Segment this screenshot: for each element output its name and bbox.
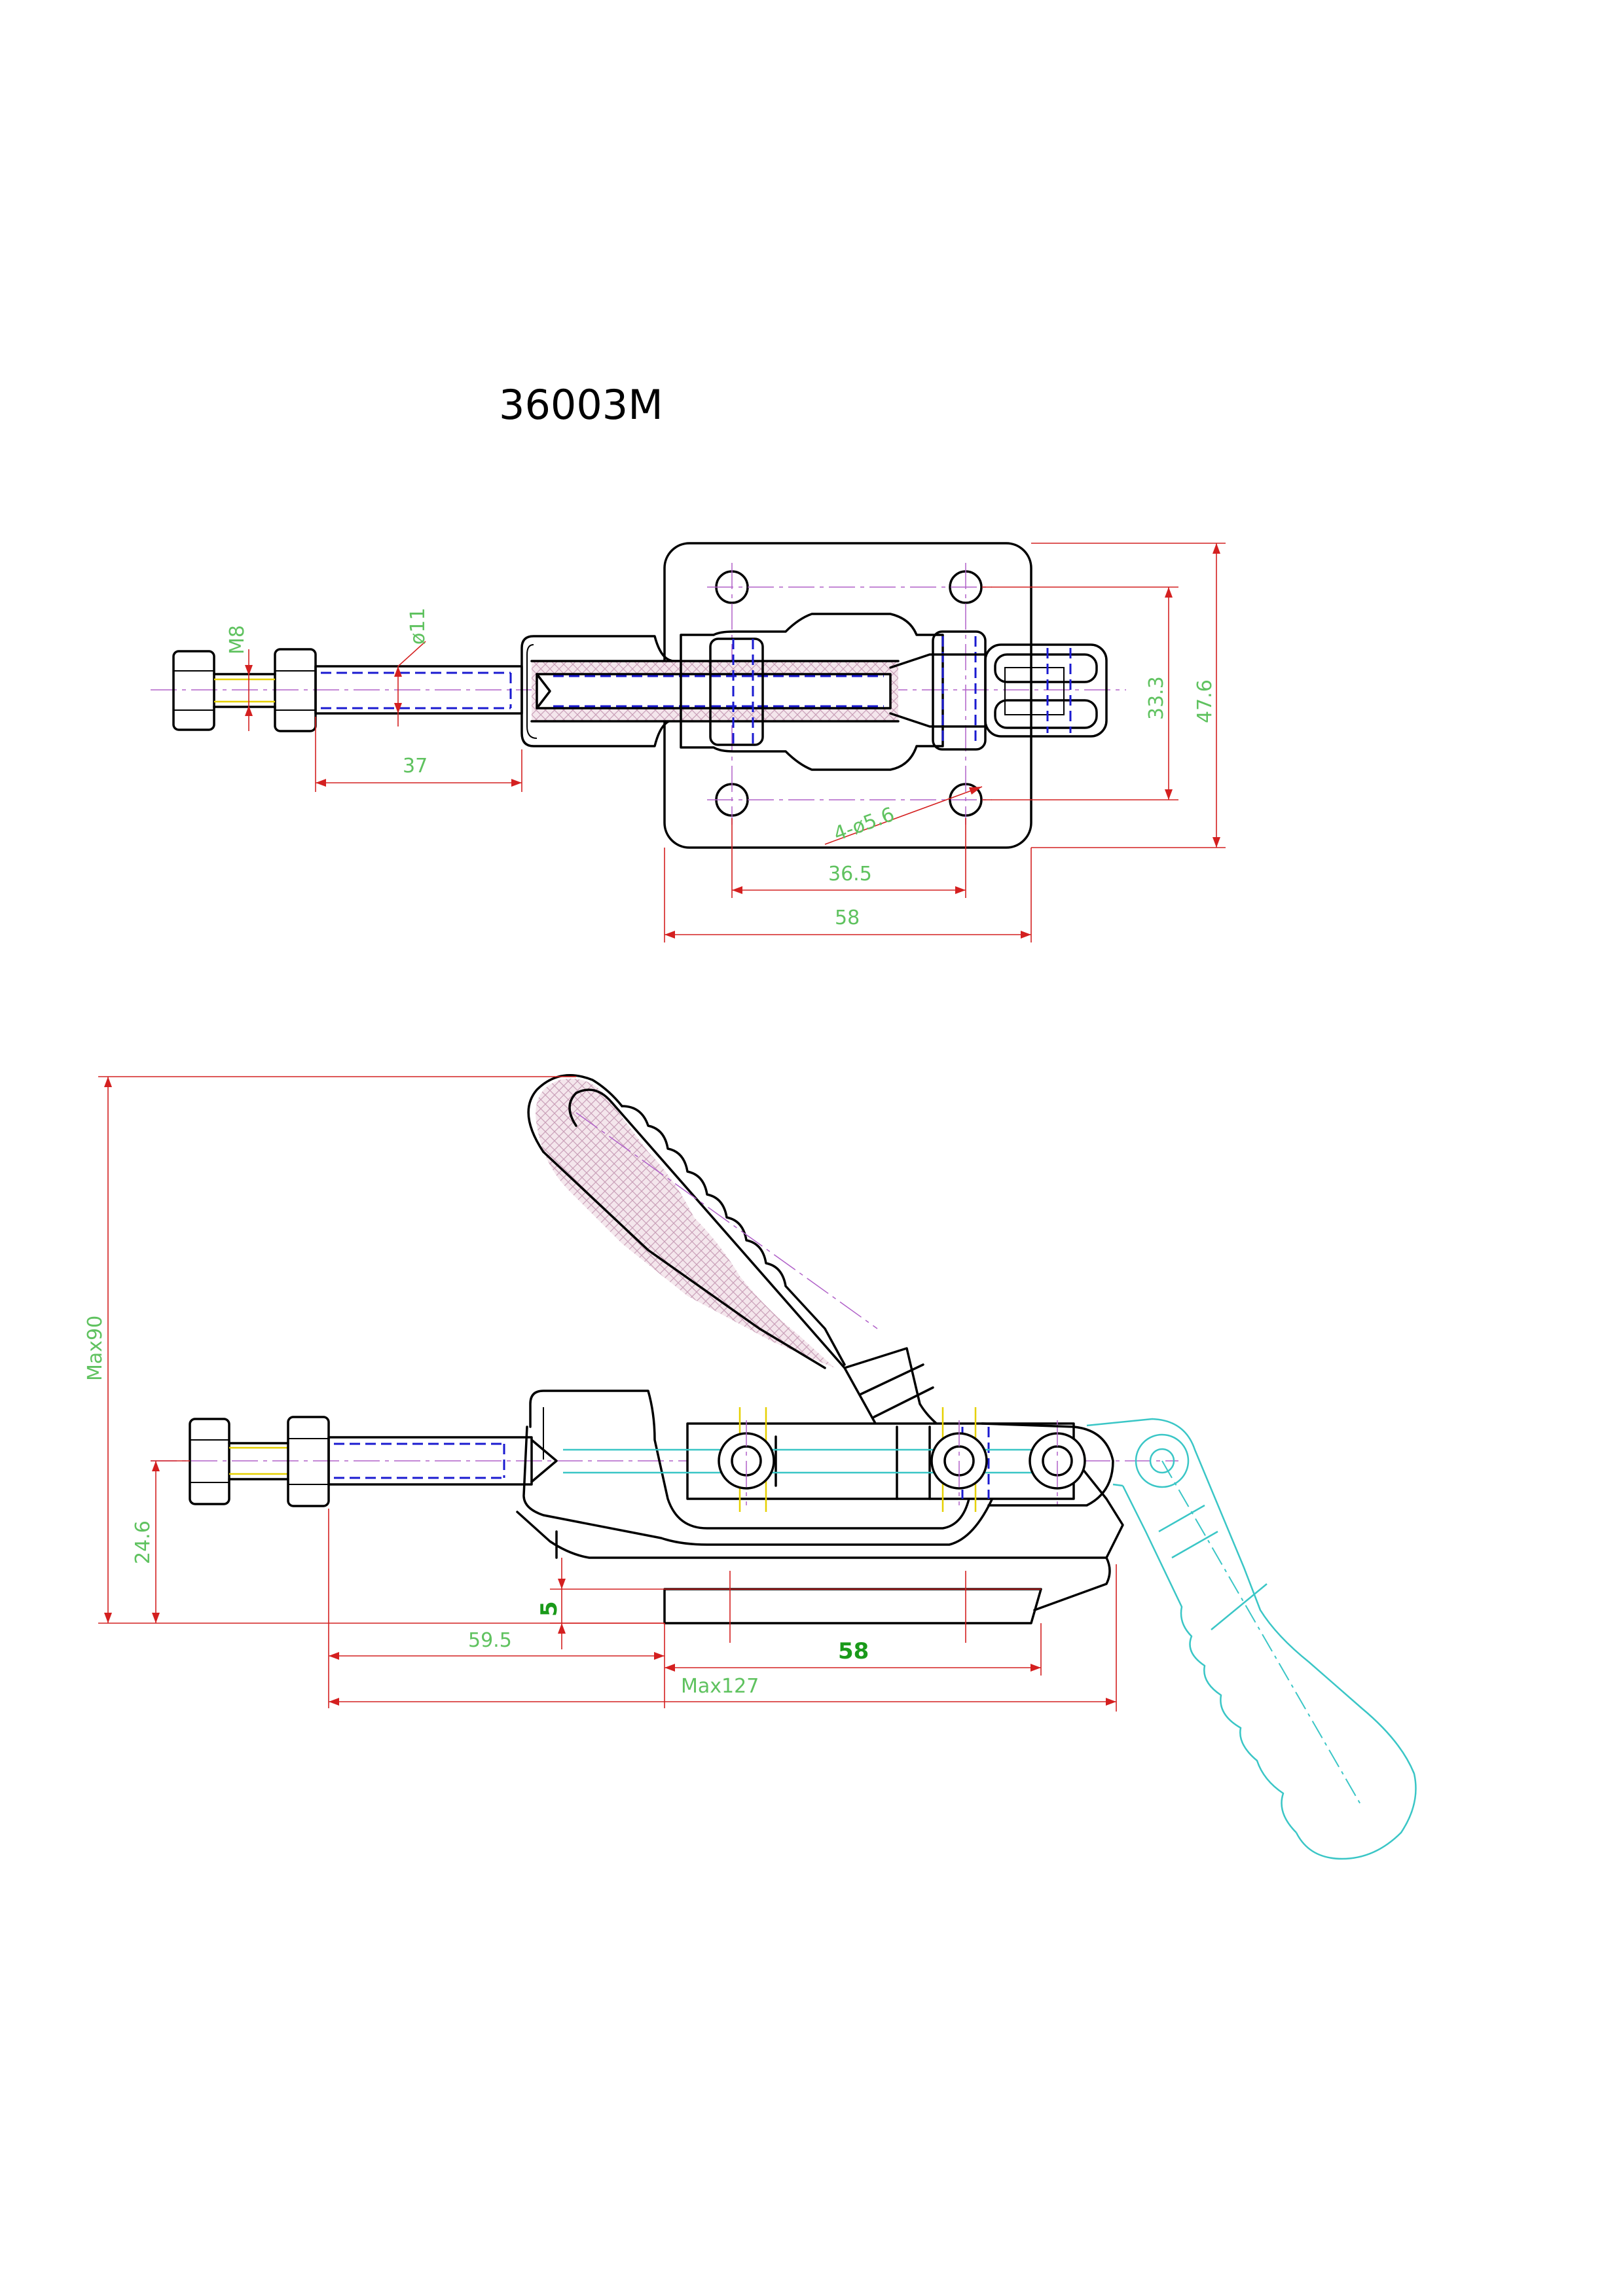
dim-hole-pitch: 36.5: [731, 818, 966, 898]
svg-text:ø11: ø11: [407, 607, 429, 645]
svg-text:47.6: 47.6: [1194, 679, 1216, 723]
dim-thread: M8: [226, 625, 253, 731]
svg-text:59.5: 59.5: [468, 1629, 512, 1652]
dim-stroke-length: 37: [315, 717, 522, 792]
top-clevis: [984, 643, 1108, 738]
side-view: Max90 24.6 5 59.5: [84, 1074, 1417, 1860]
dim-hole-spec: 4-ø5.6: [824, 786, 983, 846]
svg-text:M8: M8: [226, 625, 249, 655]
svg-text:33.3: 33.3: [1145, 676, 1168, 720]
drawing-title: 36003M: [499, 381, 663, 429]
dim-diameter: ø11: [394, 607, 429, 726]
side-body: [516, 1390, 1124, 1611]
dim-side-base-length: 58: [665, 1623, 1042, 1676]
dim-offset-length: 59.5: [328, 1509, 665, 1708]
dim-hole-height: 33.3: [982, 586, 1178, 800]
svg-text:37: 37: [403, 755, 428, 778]
side-hex-bolt: [189, 1416, 330, 1507]
svg-text:24.6: 24.6: [132, 1520, 155, 1564]
handle-open-position: [1086, 1418, 1417, 1860]
dim-spindle-height: 24.6: [132, 1460, 190, 1623]
top-linkage: [680, 613, 987, 771]
dim-base-height: 47.6: [1031, 543, 1226, 848]
svg-text:Max90: Max90: [84, 1316, 107, 1381]
dim-max-height: Max90: [84, 1076, 665, 1624]
svg-text:5: 5: [536, 1601, 562, 1617]
side-pivot-pins: [718, 1420, 1086, 1505]
top-view: M8 ø11 37 4-ø5.6: [151, 542, 1226, 942]
top-hex-bolt: [172, 648, 317, 732]
svg-text:Max127: Max127: [681, 1675, 759, 1698]
top-guide-body: [520, 635, 900, 747]
side-base-plate: [663, 1571, 1042, 1643]
svg-text:4-ø5.6: 4-ø5.6: [831, 803, 898, 846]
side-link-arm: [981, 1422, 1114, 1507]
dim-base-length: 58: [664, 848, 1032, 942]
svg-text:58: 58: [838, 1638, 869, 1664]
svg-text:36.5: 36.5: [828, 863, 872, 886]
svg-text:58: 58: [835, 906, 860, 929]
dim-max-length: Max127: [329, 1564, 1117, 1712]
dim-base-thickness: 5: [536, 1558, 665, 1649]
side-handle: [527, 1074, 970, 1451]
side-plunger: [327, 1436, 558, 1486]
